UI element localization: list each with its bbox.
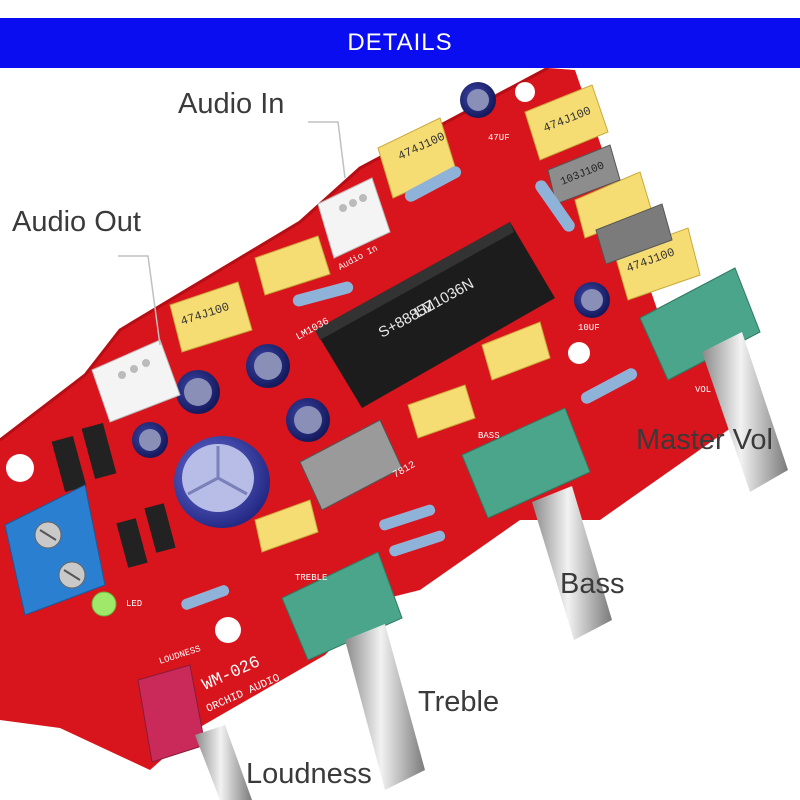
diode [144, 503, 176, 553]
mount-hole [215, 617, 241, 643]
power-led: LED [91, 591, 142, 617]
resistor [292, 281, 354, 307]
grey-capacitor [595, 203, 673, 265]
power-terminal-block [4, 484, 106, 616]
svg-text:BASS: BASS [478, 431, 500, 441]
callout-loudness: Loudness [246, 758, 372, 790]
electrolytic-capacitor [132, 422, 168, 458]
leader-line-audio-in [308, 121, 346, 179]
svg-text:VOL: VOL [695, 385, 711, 395]
film-capacitor: 474J100 [169, 281, 253, 353]
big-electrolytic-capacitor [174, 436, 270, 528]
callout-audio-out: Audio Out [12, 206, 141, 238]
film-capacitor [407, 384, 476, 439]
master-volume-potentiometer: VOL [639, 267, 788, 492]
leader-line-audio-out [118, 255, 161, 346]
electrolytic-capacitor [176, 370, 220, 414]
lm1036-chip: S+8885Z LM1036N LM1036 [295, 222, 555, 408]
banner-title: DETAILS [347, 29, 453, 56]
resistor [535, 180, 575, 232]
mount-hole [6, 454, 34, 482]
film-capacitor: 474J100 [524, 84, 609, 161]
svg-text:LED: LED [126, 599, 142, 609]
callout-treble: Treble [418, 686, 500, 718]
pcb-board [0, 68, 760, 770]
svg-text:47UF: 47UF [488, 133, 510, 143]
electrolytic-capacitor: 47UF [460, 82, 510, 143]
mount-hole [568, 342, 590, 364]
electrolytic-capacitor: 10UF [574, 282, 610, 333]
audio-out-connector [91, 339, 181, 423]
film-capacitor [481, 321, 551, 381]
resistor [389, 530, 446, 557]
electrolytic-capacitor [246, 344, 290, 388]
bass-potentiometer: BASS [461, 407, 612, 640]
diode [116, 518, 148, 568]
svg-text:10UF: 10UF [578, 323, 600, 333]
details-banner: DETAILS [0, 18, 800, 68]
mount-hole [515, 82, 535, 102]
diode [51, 436, 87, 492]
electrolytic-capacitor [286, 398, 330, 442]
resistor [404, 166, 462, 202]
treble-potentiometer: TREBLE [281, 551, 425, 790]
callout-audio-in: Audio In [178, 88, 285, 120]
film-capacitor [254, 499, 319, 553]
callout-master-vol: Master Vol [636, 424, 773, 456]
diode [81, 423, 117, 479]
grey-capacitor: 103J100 [547, 144, 621, 205]
film-capacitor [254, 235, 331, 296]
resistor [181, 585, 230, 610]
svg-text:TREBLE: TREBLE [295, 573, 327, 583]
resistor [379, 504, 436, 531]
film-capacitor: 474J100 [614, 227, 701, 301]
resistor [580, 368, 638, 404]
callout-bass: Bass [560, 568, 625, 600]
